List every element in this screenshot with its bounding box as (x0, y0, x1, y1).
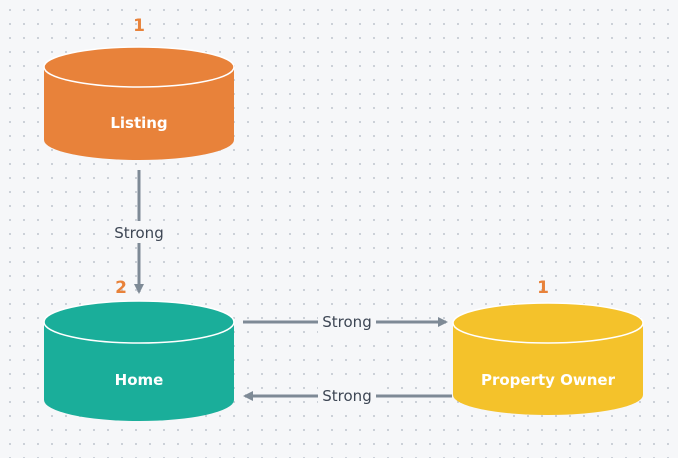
edge-home-to-owner[interactable]: Strong (243, 311, 448, 333)
node-label-listing: Listing (110, 114, 167, 132)
count-home: 2 (115, 278, 127, 298)
edge-owner-to-home[interactable]: Strong (243, 385, 452, 407)
cylinder-top-home (43, 300, 235, 344)
count-listing: 1 (133, 16, 145, 36)
edge-label-home-owner: Strong (322, 313, 371, 331)
cylinder-body-home (44, 322, 234, 421)
cylinder-body-property-owner (453, 323, 643, 415)
node-label-home: Home (115, 371, 164, 389)
edge-listing-to-home[interactable]: Strong (110, 170, 168, 294)
cylinder-top-listing (43, 46, 235, 88)
edge-label-listing-home: Strong (114, 224, 163, 242)
count-property-owner: 1 (537, 278, 549, 298)
cylinder-body-listing (44, 67, 234, 160)
node-listing[interactable]: 1 Listing (43, 16, 235, 160)
node-property-owner[interactable]: 1 Property Owner (452, 278, 644, 415)
cylinder-top-property-owner (452, 302, 644, 344)
node-label-property-owner: Property Owner (481, 371, 616, 389)
edge-label-owner-home: Strong (322, 387, 371, 405)
node-home[interactable]: 2 Home (43, 278, 235, 421)
